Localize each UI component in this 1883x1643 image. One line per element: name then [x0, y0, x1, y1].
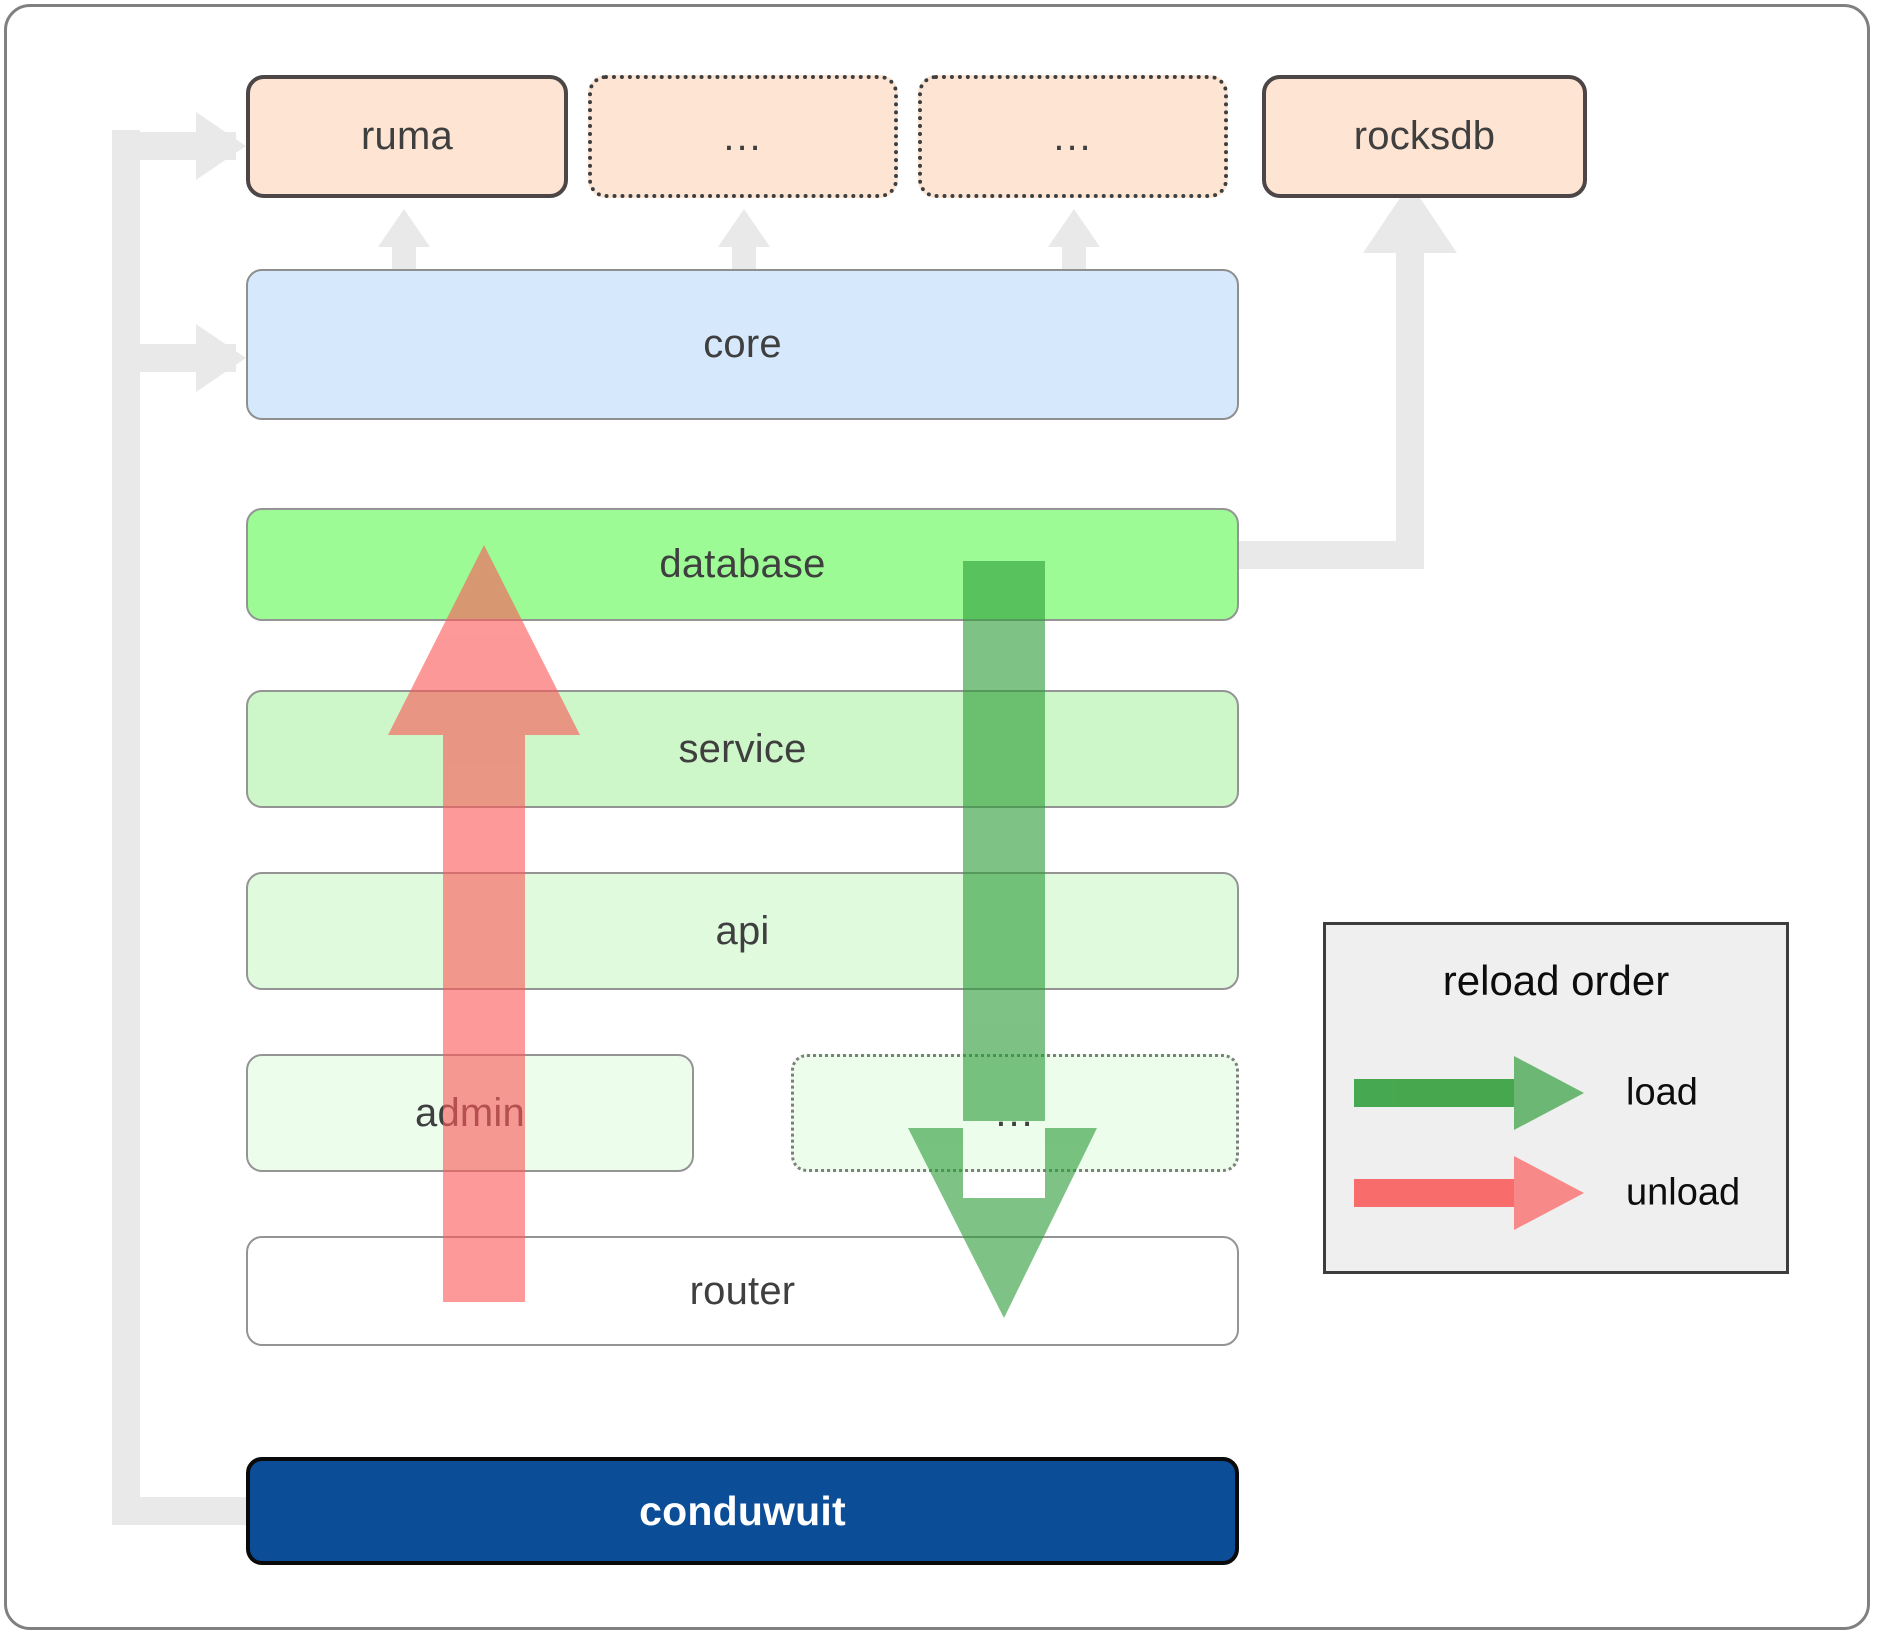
- root-label-conduwuit: conduwuit: [639, 1487, 846, 1534]
- layer-box-ellipsis[interactable]: ...: [791, 1054, 1239, 1172]
- dependency-label-ruma: ruma: [361, 114, 453, 158]
- root-box-conduwuit[interactable]: conduwuit: [246, 1457, 1239, 1565]
- dependency-label-rocksdb: rocksdb: [1353, 114, 1496, 158]
- dependency-box-ellipsis-1[interactable]: ...: [588, 75, 898, 198]
- layer-label-service: service: [678, 726, 807, 771]
- dependency-box-ruma[interactable]: ruma: [246, 75, 568, 198]
- unload-arrow-icon: [1354, 1156, 1584, 1230]
- core-label: core: [703, 322, 782, 366]
- dependency-box-ellipsis-2[interactable]: ...: [918, 75, 1228, 198]
- dependency-box-rocksdb[interactable]: rocksdb: [1262, 75, 1587, 198]
- load-arrow-icon: [1354, 1056, 1584, 1130]
- layer-box-api[interactable]: api: [246, 872, 1239, 990]
- dependency-label-ellipsis-1: ...: [723, 114, 763, 159]
- dependency-label-ellipsis-2: ...: [1053, 114, 1093, 159]
- layer-label-database: database: [659, 542, 826, 586]
- layer-label-ellipsis: ...: [995, 1091, 1035, 1135]
- diagram-frame: [4, 4, 1870, 1630]
- legend-row-unload: unload: [1326, 1153, 1786, 1233]
- legend-label-load: load: [1626, 1071, 1698, 1114]
- legend-label-unload: unload: [1626, 1171, 1741, 1214]
- layer-label-router: router: [689, 1268, 796, 1313]
- layer-label-admin: admin: [415, 1090, 525, 1135]
- core-box[interactable]: core: [246, 269, 1239, 420]
- layer-label-api: api: [715, 908, 770, 953]
- layer-box-database[interactable]: database: [246, 508, 1239, 621]
- legend-title: reload order: [1442, 957, 1670, 1004]
- layer-box-service[interactable]: service: [246, 690, 1239, 808]
- layer-box-admin[interactable]: admin: [246, 1054, 694, 1172]
- legend-panel: reload order load unload: [1323, 922, 1789, 1274]
- layer-box-router[interactable]: router: [246, 1236, 1239, 1346]
- legend-row-load: load: [1326, 1053, 1786, 1133]
